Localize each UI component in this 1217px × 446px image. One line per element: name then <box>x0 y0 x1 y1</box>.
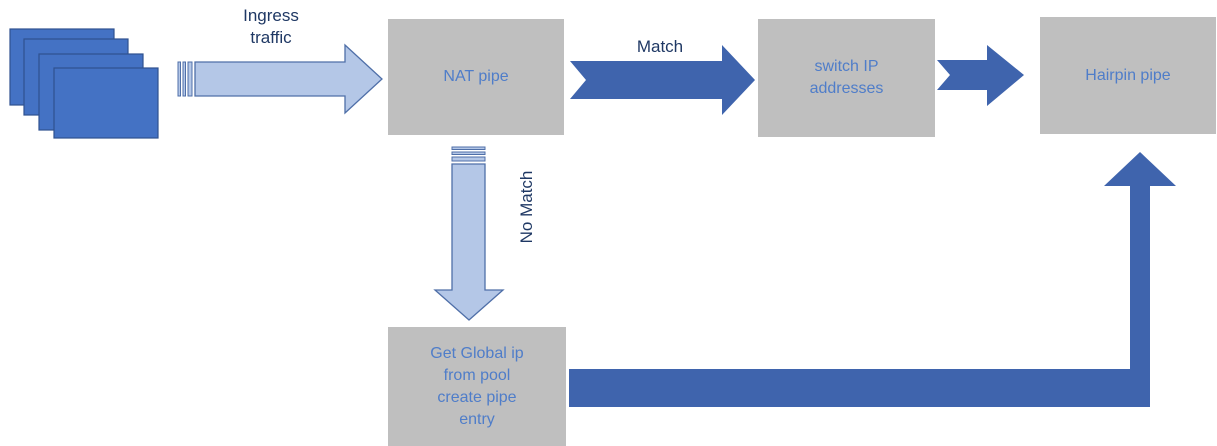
hairpin-pipe-box: Hairpin pipe <box>1040 17 1216 134</box>
return-to-hairpin-arrow <box>569 152 1176 407</box>
match-arrow <box>570 45 755 115</box>
match-label: Match <box>636 37 684 56</box>
ingress-traffic-label: Ingress traffic <box>243 6 299 47</box>
no-match-arrow <box>433 146 505 321</box>
ingress-arrow <box>177 43 383 115</box>
no-match-label: No Match <box>517 170 536 244</box>
packet-stack-icon <box>9 28 159 139</box>
get-global-ip-box: Get Global ip from pool create pipe entr… <box>388 327 566 446</box>
switch-to-hairpin-arrow <box>937 45 1024 106</box>
nat-pipe-box: NAT pipe <box>388 19 564 135</box>
switch-ip-addresses-box: switch IP addresses <box>758 19 935 137</box>
